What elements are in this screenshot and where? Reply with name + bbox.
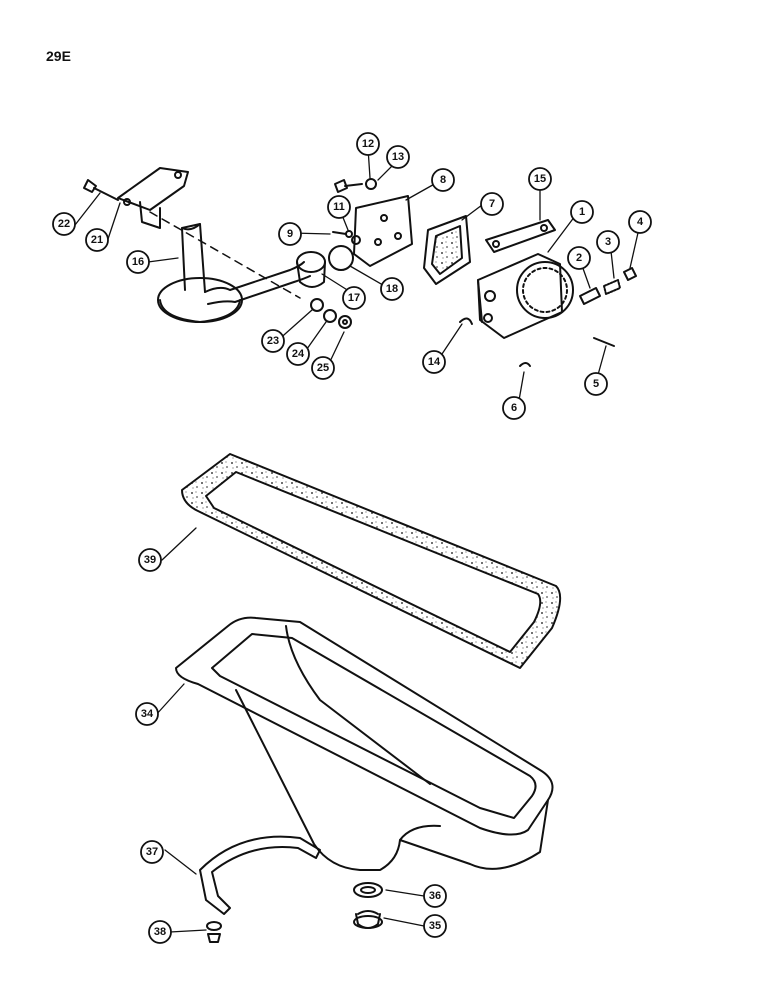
callout-12: [356, 132, 380, 156]
cover-stud: [332, 230, 353, 238]
callout-label-38: 38: [154, 926, 166, 938]
callout-3: [596, 230, 620, 254]
washer-23: [310, 298, 324, 312]
cover-bolt: [334, 179, 363, 193]
callout-38: [148, 920, 172, 944]
callout-label-9: 9: [287, 228, 293, 240]
pan-support-strap: [199, 835, 321, 915]
callout-label-23: 23: [267, 335, 279, 347]
callout-14: [422, 350, 446, 374]
retainer-ring: [519, 362, 531, 367]
callout-label-39: 39: [144, 554, 156, 566]
callout-label-18: 18: [386, 283, 398, 295]
callout-22: [52, 212, 76, 236]
roll-pin: [593, 337, 615, 347]
callout-8: [431, 168, 455, 192]
callout-25: [311, 356, 335, 380]
page-label: 29E: [46, 48, 71, 64]
o-ring: [328, 245, 354, 271]
callout-label-22: 22: [58, 218, 70, 230]
mounting-bracket: [117, 167, 189, 229]
pump-gasket: [423, 215, 471, 285]
pump-cover: [353, 195, 413, 267]
strap-bolt: [206, 921, 222, 943]
lockwasher-24: [323, 309, 337, 323]
drain-plug-washer: [353, 882, 383, 898]
callout-label-37: 37: [146, 846, 158, 858]
callout-5: [584, 372, 608, 396]
callout-2: [567, 246, 591, 270]
callout-label-21: 21: [91, 234, 103, 246]
relief-spring: [603, 279, 621, 295]
drain-plug: [353, 910, 383, 929]
callout-15: [528, 167, 552, 191]
callout-35: [423, 914, 447, 938]
spacer-plate: [485, 219, 556, 253]
callout-label-4: 4: [637, 216, 644, 228]
callout-18: [380, 277, 404, 301]
oil-pan: [175, 616, 554, 871]
callout-label-15: 15: [534, 173, 546, 185]
callout-17: [342, 286, 366, 310]
oil-pickup-tube: [157, 223, 311, 323]
snap-ring: [459, 317, 473, 325]
callout-label-12: 12: [362, 138, 374, 150]
relief-cap: [623, 267, 637, 281]
cover-washer: [365, 178, 377, 190]
dashed-leader-21-16: [149, 211, 301, 299]
callout-1: [570, 200, 594, 224]
callout-23: [261, 329, 285, 353]
callout-label-16: 16: [132, 256, 144, 268]
callout-label-34: 34: [141, 708, 154, 720]
leader-lines: [74, 147, 641, 933]
callout-label-17: 17: [348, 292, 360, 304]
callout-label-35: 35: [429, 920, 441, 932]
callout-13: [386, 145, 410, 169]
oil-pan-gasket: [181, 453, 562, 669]
callout-label-24: 24: [292, 348, 305, 360]
callout-24: [286, 342, 310, 366]
callout-label-8: 8: [440, 174, 446, 186]
callout-label-13: 13: [392, 151, 404, 163]
callout-6: [502, 396, 526, 420]
relief-plunger: [579, 287, 601, 305]
callout-36: [423, 884, 447, 908]
callout-label-36: 36: [429, 890, 441, 902]
callout-39: [138, 548, 162, 572]
callout-16: [126, 250, 150, 274]
oil-pump-body: [477, 253, 574, 339]
callout-37: [140, 840, 164, 864]
callout-label-14: 14: [428, 356, 441, 368]
callout-9: [278, 222, 302, 246]
nut-25: [338, 315, 352, 329]
cover-nut: [351, 235, 361, 245]
callout-label-6: 6: [511, 402, 517, 414]
callout-11: [327, 195, 351, 219]
bracket-bolt: [83, 179, 119, 201]
callout-34: [135, 702, 159, 726]
callout-label-2: 2: [576, 252, 582, 264]
callout-label-7: 7: [489, 198, 495, 210]
callout-label-25: 25: [317, 362, 329, 374]
callout-21: [85, 228, 109, 252]
callout-label-3: 3: [605, 236, 611, 248]
callout-4: [628, 210, 652, 234]
callout-7: [480, 192, 504, 216]
callout-label-5: 5: [593, 378, 599, 390]
tube-collar: [296, 251, 326, 288]
callout-label-1: 1: [579, 206, 585, 218]
callout-label-11: 11: [333, 201, 345, 213]
